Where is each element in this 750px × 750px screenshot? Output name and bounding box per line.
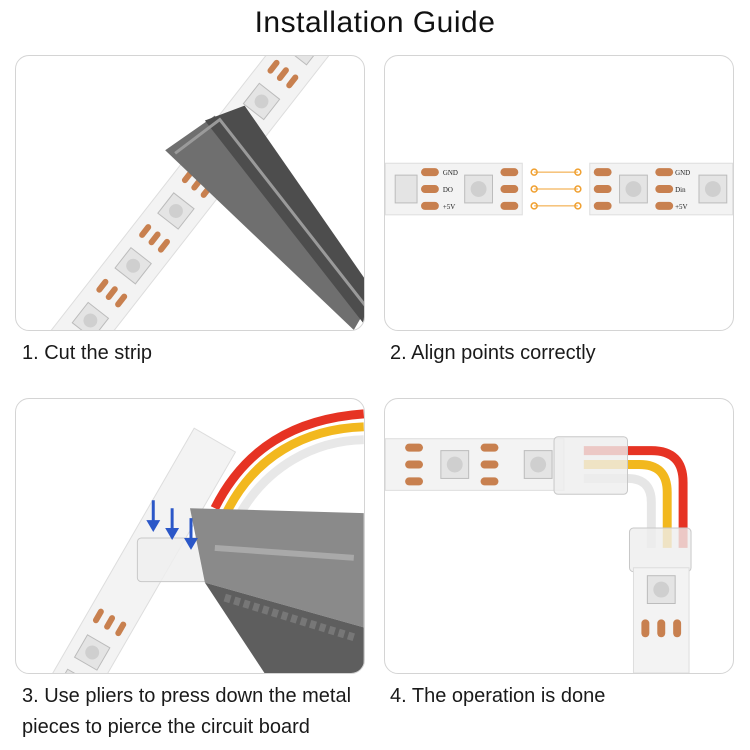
press-arrows — [146, 500, 198, 550]
step-2-image: GND DO +5V GND Din +5V — [384, 55, 734, 331]
led-strip — [34, 427, 237, 673]
pad-labels: GND DO +5V GND Din +5V — [443, 169, 690, 211]
finished-connection-illustration — [385, 436, 692, 673]
step-4-image — [384, 398, 734, 674]
cut-strip-illustration — [35, 56, 364, 330]
pad-label-gnd: GND — [675, 169, 690, 177]
left-strip-piece — [385, 162, 523, 216]
press-connector-illustration — [34, 409, 364, 673]
step-2-caption: 2. Align points correctly — [390, 342, 596, 364]
wires — [210, 409, 364, 519]
pad-label-gnd: GND — [443, 169, 458, 177]
connector-clips — [553, 436, 692, 573]
pliers-icon — [190, 508, 364, 673]
step-1-caption: 1. Cut the strip — [22, 342, 153, 364]
vertical-strip — [632, 567, 690, 673]
pad-label-5v: +5V — [443, 203, 455, 211]
right-strip-piece — [589, 162, 733, 216]
step-4-caption: 4. The operation is done — [390, 685, 606, 707]
step-1-image — [15, 55, 365, 331]
pad-label-do: DO — [443, 186, 453, 194]
pad-label-din: Din — [675, 186, 686, 194]
page-title: Installation Guide — [254, 6, 496, 39]
align-points-illustration: GND DO +5V GND Din +5V — [385, 162, 733, 216]
scissors-icon — [165, 105, 364, 330]
step-3-image — [15, 398, 365, 674]
step-3-caption: 3. Use pliers to press down the metal pi… — [22, 685, 352, 738]
alignment-lines — [530, 168, 582, 210]
horizontal-strip — [385, 438, 565, 491]
pad-label-5v: +5V — [675, 203, 687, 211]
